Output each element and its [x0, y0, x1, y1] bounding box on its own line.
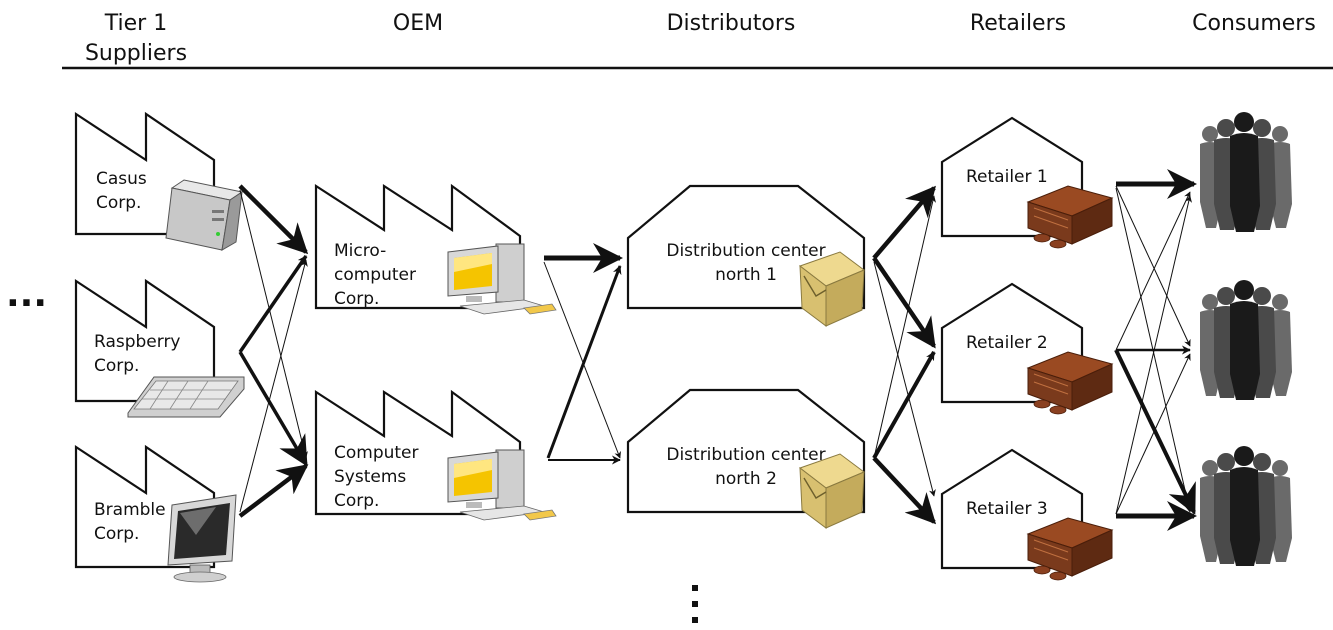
flows-oems-to-distributors — [543, 243, 623, 465]
keyboard-icon — [127, 376, 245, 418]
retailer-3: Retailer 3 — [940, 448, 1114, 581]
warehouse-icon — [1026, 185, 1114, 249]
supplier-raspberry: Raspberry Corp. — [74, 279, 245, 418]
warehouse-icon — [1026, 351, 1114, 415]
flow-arrow — [1115, 195, 1192, 515]
header-retailers: Retailers — [970, 11, 1066, 36]
flow-arrow — [238, 464, 309, 518]
oem-name-line1: Computer — [334, 443, 419, 463]
supplier-bramble: Bramble Corp. — [74, 445, 237, 583]
flow-arrow — [238, 351, 308, 467]
header-oem: OEM — [393, 11, 443, 36]
supplier-name: Bramble — [94, 500, 166, 520]
flow-arrow — [239, 259, 308, 513]
package-box-icon — [798, 251, 865, 327]
retailer-2: Retailer 2 — [940, 282, 1114, 415]
column-headers: Tier 1 Suppliers OEM Distributors Retail… — [62, 11, 1333, 70]
flow-arrow — [1115, 191, 1191, 351]
distributor-north-2: Distribution center north 2 — [626, 388, 866, 529]
flow-arrow — [873, 195, 937, 459]
flow-arrow — [543, 261, 621, 459]
people-group-icon — [1200, 112, 1292, 232]
flow-arrow — [872, 351, 936, 459]
supplier-suffix: Corp. — [94, 524, 139, 544]
flows-retailers-to-consumers — [1114, 169, 1197, 531]
retailer-name: Retailer 3 — [966, 499, 1048, 519]
distributor-name-line2: north 2 — [715, 469, 777, 489]
flow-arrow — [1115, 353, 1191, 515]
package-box-icon — [798, 453, 865, 529]
flow-arrow — [1115, 185, 1191, 347]
desktop-computer-icon — [447, 243, 557, 315]
flow-arrow — [873, 261, 936, 497]
flow-arrow — [872, 456, 937, 525]
flow-arrow — [238, 255, 308, 353]
retailer-name: Retailer 2 — [966, 333, 1048, 353]
oem-name-line2: computer — [334, 265, 416, 285]
people-group-icon — [1200, 446, 1292, 566]
computer-tower-icon — [165, 179, 244, 251]
more-suppliers-ellipsis: ... — [6, 274, 47, 315]
people-group-icon — [1200, 280, 1292, 400]
flows-suppliers-to-oems — [238, 184, 309, 518]
flow-arrow — [546, 265, 622, 459]
oem-name-line3: Corp. — [334, 289, 379, 309]
oem-name-line1: Micro- — [334, 241, 386, 261]
header-tier1-line1: Tier 1 — [104, 11, 167, 36]
retailer-1: Retailer 1 — [940, 116, 1114, 249]
distributor-name-line2: north 1 — [715, 265, 777, 285]
header-distributors: Distributors — [667, 11, 796, 36]
flow-arrow — [872, 185, 936, 260]
flow-arrow — [872, 256, 936, 349]
distributor-name-line1: Distribution center — [666, 241, 825, 261]
monitor-icon — [167, 494, 237, 583]
header-consumers: Consumers — [1192, 11, 1316, 36]
supplier-name: Casus — [96, 169, 147, 189]
warehouse-icon — [1026, 517, 1114, 581]
desktop-computer-icon — [447, 449, 557, 521]
header-tier1-line2: Suppliers — [85, 41, 187, 66]
flow-arrow — [238, 184, 309, 255]
oem-microcomputer: Micro- computer Corp. — [314, 183, 557, 315]
supplier-suffix: Corp. — [96, 193, 141, 213]
more-items-vertical-ellipsis — [692, 585, 698, 623]
oem-name-line2: Systems — [334, 467, 406, 487]
oem-name-line3: Corp. — [334, 491, 379, 511]
distributor-name-line1: Distribution center — [666, 445, 825, 465]
retailer-name: Retailer 1 — [966, 167, 1048, 187]
supplier-casus: Casus Corp. — [74, 112, 244, 251]
flow-arrow — [1114, 349, 1196, 515]
distributor-north-1: Distribution center north 1 — [626, 184, 866, 327]
flow-arrow — [239, 189, 308, 459]
flows-distributors-to-retailers — [872, 185, 937, 525]
supplier-name: Raspberry — [94, 332, 181, 352]
oem-computer-systems: Computer Systems Corp. — [314, 389, 557, 521]
supplier-suffix: Corp. — [94, 356, 139, 376]
